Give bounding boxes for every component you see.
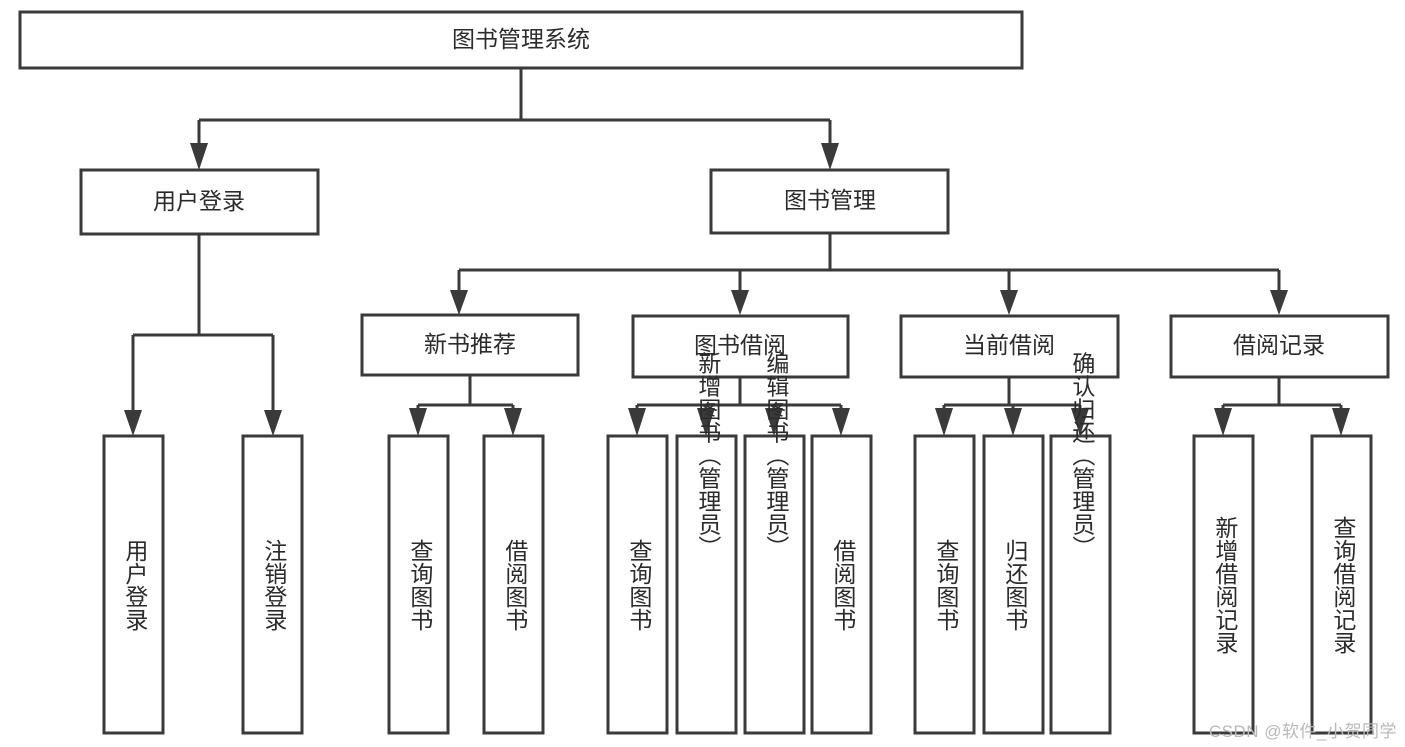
node-borrow-record[interactable]: 借阅记录 bbox=[1169, 314, 1390, 379]
node-leaf-query-book-2[interactable]: 查询图书 bbox=[606, 434, 669, 735]
edge-group-current-borrow-to-leaves bbox=[935, 377, 1089, 436]
edge-group-borrow-record-to-leaves bbox=[1214, 377, 1350, 436]
node-book-borrow-box[interactable] bbox=[631, 314, 850, 379]
node-leaf-add-book-admin-box[interactable] bbox=[675, 434, 738, 735]
node-leaf-query-book-1-label: 查询图书 bbox=[407, 539, 434, 631]
node-borrow-record-box[interactable] bbox=[1169, 314, 1390, 379]
edge-group-new-book-recommend-to-leaves bbox=[409, 375, 522, 436]
node-book-borrow[interactable]: 图书借阅 bbox=[631, 314, 850, 379]
node-root-box[interactable] bbox=[18, 10, 1024, 70]
node-book-manage-box[interactable] bbox=[709, 168, 950, 235]
node-leaf-borrow-book-2[interactable]: 借阅图书 bbox=[810, 434, 873, 735]
node-user-login-label: 用户登录 bbox=[153, 188, 245, 214]
node-leaf-query-book-1-box[interactable] bbox=[387, 434, 450, 735]
node-leaf-logout-login-label: 注销登录 bbox=[261, 539, 288, 631]
node-leaf-query-book-2-label: 查询图书 bbox=[626, 539, 653, 631]
edge-group-root-to-level2 bbox=[190, 68, 839, 170]
node-user-login[interactable]: 用户登录 bbox=[79, 168, 320, 236]
node-current-borrow-box[interactable] bbox=[899, 314, 1120, 379]
node-leaf-borrow-book-1-box[interactable] bbox=[482, 434, 545, 735]
arrowhead-book-manage bbox=[821, 143, 839, 170]
node-borrow-record-label: 借阅记录 bbox=[1233, 332, 1325, 358]
node-book-borrow-label: 图书借阅 bbox=[694, 332, 786, 358]
edge-group-user-login-to-leaves bbox=[124, 234, 282, 436]
node-leaf-borrow-book-2-label: 借阅图书 bbox=[830, 539, 857, 631]
node-leaf-user-login-box[interactable] bbox=[102, 434, 165, 735]
node-root[interactable]: 图书管理系统 bbox=[18, 10, 1024, 70]
node-leaf-return-book-label: 归还图书 bbox=[1002, 539, 1029, 631]
node-leaf-user-login-label: 用户登录 bbox=[122, 539, 149, 631]
node-leaf-query-borrow-record-box[interactable] bbox=[1310, 434, 1373, 735]
arrowhead-leaf-logout-login bbox=[264, 410, 282, 436]
arrowhead-borrow-record bbox=[1270, 290, 1288, 315]
arrowhead-leaf-query-borrow-record bbox=[1332, 408, 1350, 436]
node-new-book-recommend[interactable]: 新书推荐 bbox=[360, 313, 580, 377]
arrowhead-leaf-query-book-1 bbox=[409, 408, 427, 436]
node-leaf-query-borrow-record-label: 查询借阅记录 bbox=[1330, 516, 1357, 654]
arrowhead-leaf-confirm-return-admin bbox=[1071, 408, 1089, 436]
node-leaf-borrow-book-1[interactable]: 借阅图书 bbox=[482, 434, 545, 735]
node-leaf-user-login[interactable]: 用户登录 bbox=[102, 434, 165, 735]
node-leaf-return-book[interactable]: 归还图书 bbox=[982, 434, 1045, 735]
node-book-manage[interactable]: 图书管理 bbox=[709, 168, 950, 235]
node-leaf-add-borrow-record-label: 新增借阅记录 bbox=[1212, 516, 1239, 654]
node-leaf-borrow-book-2-box[interactable] bbox=[810, 434, 873, 735]
arrowhead-new-book-recommend bbox=[450, 290, 468, 315]
node-leaf-logout-login-box[interactable] bbox=[241, 434, 304, 735]
arrowhead-leaf-add-borrow-record bbox=[1214, 408, 1232, 436]
node-leaf-query-borrow-record[interactable]: 查询借阅记录 bbox=[1310, 434, 1373, 735]
node-new-book-recommend-box[interactable] bbox=[360, 313, 580, 377]
arrowhead-leaf-query-book-3 bbox=[935, 408, 953, 436]
node-book-manage-label: 图书管理 bbox=[784, 187, 876, 213]
node-leaf-logout-login[interactable]: 注销登录 bbox=[241, 434, 304, 735]
arrowhead-user-login bbox=[190, 143, 208, 170]
node-leaf-query-book-1[interactable]: 查询图书 bbox=[387, 434, 450, 735]
arrowhead-current-borrow bbox=[1000, 290, 1018, 315]
arrowhead-book-borrow bbox=[731, 290, 749, 315]
node-leaf-add-book-admin-label: 新增图书（管理员） bbox=[695, 352, 722, 559]
node-leaf-query-book-3-box[interactable] bbox=[913, 434, 976, 735]
node-current-borrow[interactable]: 当前借阅 bbox=[899, 314, 1120, 379]
arrowhead-leaf-borrow-book-1 bbox=[504, 408, 522, 436]
node-leaf-confirm-return-admin-box[interactable] bbox=[1049, 434, 1112, 735]
edge-group-book-manage-to-level3 bbox=[450, 233, 1288, 315]
node-leaf-edit-book-admin[interactable]: 编辑图书（管理员） bbox=[743, 352, 806, 735]
node-new-book-recommend-label: 新书推荐 bbox=[424, 331, 516, 357]
edge-group-book-borrow-to-leaves bbox=[628, 377, 850, 436]
node-leaf-query-book-3-label: 查询图书 bbox=[933, 539, 960, 631]
node-leaf-borrow-book-1-label: 借阅图书 bbox=[502, 539, 529, 631]
arrowhead-leaf-query-book-2 bbox=[628, 408, 646, 436]
node-leaf-confirm-return-admin-label: 确认归还（管理员） bbox=[1069, 352, 1096, 559]
node-leaf-edit-book-admin-label: 编辑图书（管理员） bbox=[763, 352, 790, 559]
node-user-login-box[interactable] bbox=[79, 168, 320, 236]
node-leaf-add-borrow-record[interactable]: 新增借阅记录 bbox=[1192, 434, 1255, 735]
node-leaf-query-book-3[interactable]: 查询图书 bbox=[913, 434, 976, 735]
arrowhead-leaf-return-book bbox=[1004, 408, 1022, 436]
node-leaf-add-borrow-record-box[interactable] bbox=[1192, 434, 1255, 735]
node-current-borrow-label: 当前借阅 bbox=[963, 332, 1055, 358]
node-leaf-query-book-2-box[interactable] bbox=[606, 434, 669, 735]
arrowhead-leaf-edit-book-admin bbox=[765, 408, 783, 436]
node-leaf-add-book-admin[interactable]: 新增图书（管理员） bbox=[675, 352, 738, 735]
arrowhead-leaf-borrow-book-2 bbox=[832, 408, 850, 436]
node-root-label: 图书管理系统 bbox=[452, 26, 590, 52]
node-leaf-return-book-box[interactable] bbox=[982, 434, 1045, 735]
arrowhead-leaf-user-login bbox=[124, 410, 142, 436]
node-leaf-confirm-return-admin[interactable]: 确认归还（管理员） bbox=[1049, 352, 1112, 735]
arrowhead-leaf-add-book-admin bbox=[697, 408, 715, 436]
node-leaf-edit-book-admin-box[interactable] bbox=[743, 434, 806, 735]
